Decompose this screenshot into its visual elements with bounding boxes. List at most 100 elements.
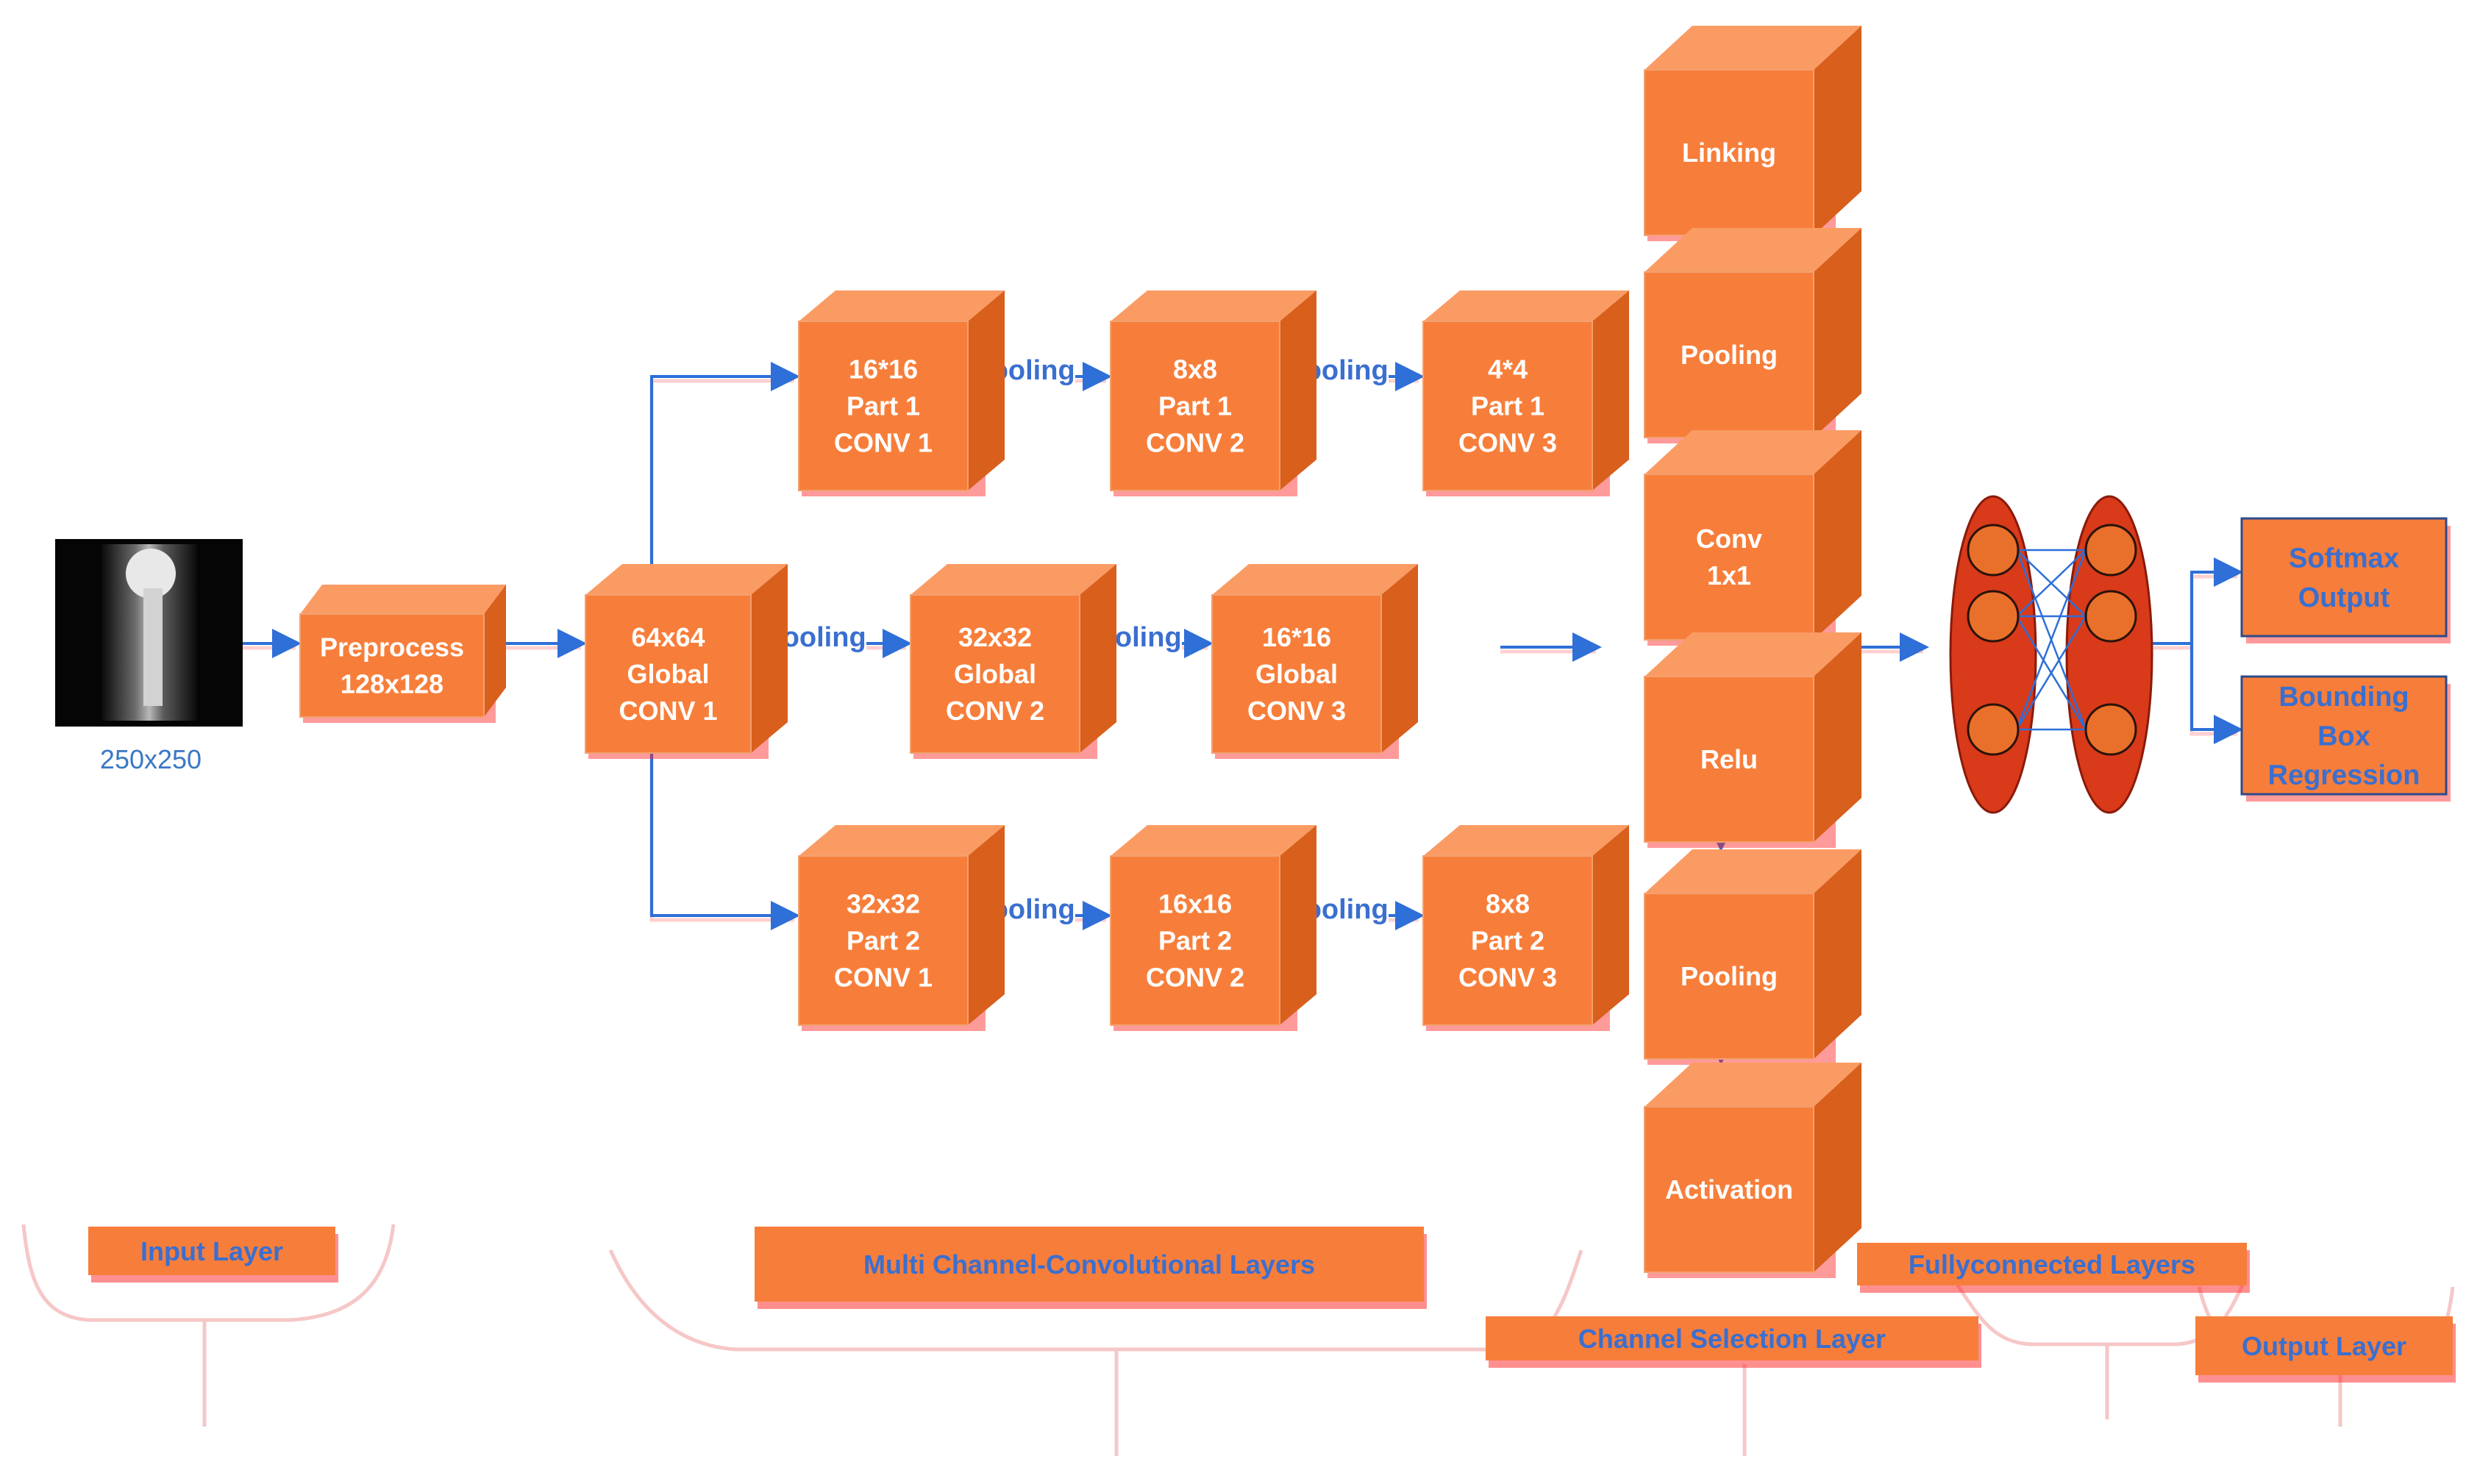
cube-label-line: Preprocess [320,632,464,663]
cube-label-line: 1x1 [1707,560,1751,591]
cube-side [1280,825,1316,1025]
cube-label-line: Pooling [1681,340,1778,370]
cube-conv1x1: Conv 1x1 [1644,430,1861,646]
cube-label-line: Part 1 [847,391,920,421]
cube-front [1422,321,1593,491]
layer-label-text: Input Layer [140,1236,283,1266]
cube-label-line: Global [954,659,1036,689]
cube-top [1645,26,1861,70]
cube-side [484,585,506,717]
cube-side [751,564,788,753]
cube-preprocess: Preprocess 128x128 [299,585,506,723]
layer-label-fully: Fullyconnected Layers [1857,1243,2250,1293]
cube-front [1644,69,1814,236]
cube-pooling_a: Pooling [1644,228,1861,443]
box-label-line: Bounding [2278,682,2409,713]
cube-label-line: CONV 2 [1146,963,1244,993]
cube-label-line: Part 1 [1158,391,1232,421]
cube-label-line: CONV 3 [1458,963,1557,993]
xray-stem [143,588,163,706]
cube-top [911,564,1116,595]
fully-connected-network [1949,495,2153,814]
box-body [2240,675,2448,796]
cube-front [1422,855,1593,1026]
cube-label-line: 32x32 [847,889,920,919]
cube-label-line: CONV 1 [834,428,933,458]
arrow-global1-part1-shadow [649,379,794,568]
cube-top [1423,825,1629,856]
layer-label-box [755,1227,1424,1302]
cube-top [1212,564,1418,595]
cube-label-line: 16*16 [1262,622,1331,652]
cube-top [585,564,788,595]
cube-top [300,585,506,614]
cube-label-line: Linking [1682,138,1776,168]
cube-front [910,594,1080,754]
layer-label-box [2195,1316,2453,1375]
cube-front [1644,474,1814,641]
cube-label-line: CONV 3 [1458,428,1557,458]
cube-front [1644,271,1814,438]
neuron [1967,703,2020,756]
layer-label-output: Output Layer [2195,1316,2456,1383]
box-label-line: Softmax [2289,543,2399,574]
cube-label-line: CONV 3 [1247,696,1346,726]
cube-label-line: 16*16 [849,354,918,385]
cube-label-line: Global [1255,659,1338,689]
cube-label-line: 16x16 [1158,889,1232,919]
cube-label-line: Part 1 [1471,391,1544,421]
cube-label-line: Conv [1696,524,1762,554]
input-image-caption: 250x250 [100,744,202,774]
cube-label-line: 64x64 [631,622,705,652]
cube-side [1592,290,1629,490]
cube-side [1814,26,1861,235]
layer-label-input: Input Layer [88,1227,338,1283]
multi-bracket [608,1249,1583,1352]
layer-label-box [1486,1316,1978,1360]
box-body [2240,517,2448,638]
arrow-fc-bbox-shadow [2189,648,2237,736]
arrow-global1-part1 [650,362,800,564]
layer-label-channel: Channel Selection Layer [1486,1316,1981,1368]
cube-side [1814,849,1861,1059]
box-label-line: Regression [2268,760,2420,791]
cube-front [798,321,969,491]
input-image: 250x250 [55,539,243,774]
cube-top [1423,290,1629,321]
cube-label-line: 8x8 [1173,354,1217,385]
arrow-fc-softmax-shadow [2140,574,2237,650]
cube-front [798,855,969,1026]
cube-front [1110,855,1280,1026]
cube-top [1111,825,1316,856]
cube-label-line: Part 2 [1158,926,1232,956]
cube-label-line: Part 2 [847,926,920,956]
cube-front [1644,893,1814,1060]
layer-label-text: Fullyconnected Layers [1909,1249,2195,1280]
cube-top [1645,632,1861,677]
input-bracket [21,1224,396,1322]
cube-label-line: 128x128 [341,669,443,699]
cube-label-line: Activation [1665,1174,1793,1205]
cube-top [1645,228,1861,272]
cube-linking: Linking [1644,26,1861,241]
cube-front [1644,676,1814,843]
neuron [1967,590,2020,643]
cube-top [799,825,1005,856]
cube-label-line: CONV 2 [946,696,1044,726]
layer-label-text: Output Layer [2242,1331,2406,1361]
fc-connection [2016,549,2087,617]
cube-label-line: CONV 1 [834,963,933,993]
cube-relu: Relu [1644,632,1861,848]
cube-front [585,594,752,754]
cube-side [1814,632,1861,842]
cube-front [1644,1106,1814,1273]
cube-label-line: Global [627,659,709,689]
